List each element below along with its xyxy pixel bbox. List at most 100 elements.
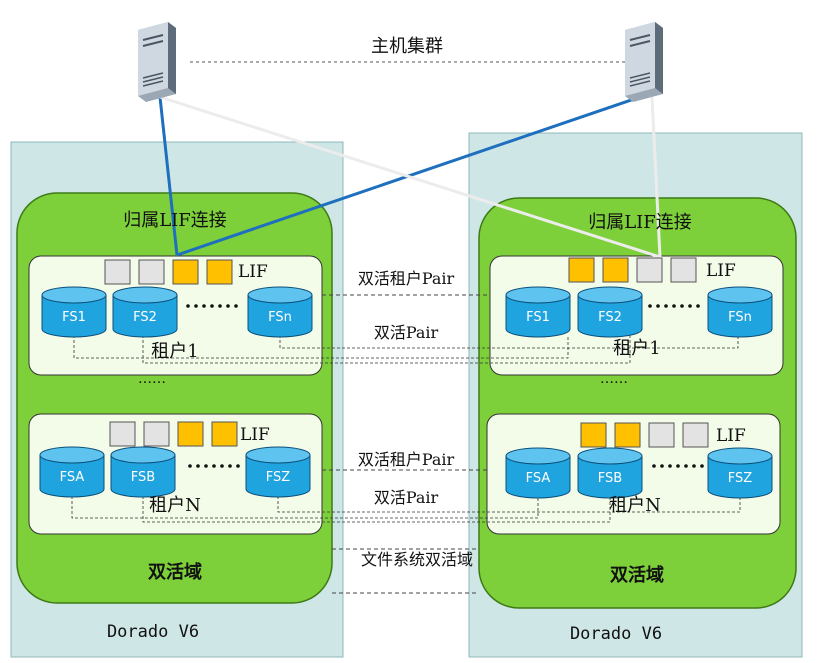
dot: [684, 464, 688, 468]
dot: [202, 304, 206, 308]
fs-label: FSA: [526, 471, 551, 486]
lif-port: [636, 257, 663, 283]
dot: [210, 304, 214, 308]
fs-cylinder: FSA: [505, 447, 571, 499]
fs-dots: [186, 304, 704, 468]
tenant-name-right-1: 租户1: [613, 338, 660, 359]
dot: [688, 304, 692, 308]
array-name-left: Dorado V6: [107, 622, 199, 642]
fs-pair-connector-nc: [277, 496, 741, 513]
fs-pair-connector-1c: [279, 335, 739, 349]
lif-port: [614, 422, 641, 448]
server-icon: [625, 22, 663, 102]
fs-pair-connector-na: [71, 496, 539, 519]
dot: [194, 304, 198, 308]
host-link-white-right: [650, 96, 662, 258]
domain-label-right: 双活域: [610, 564, 664, 586]
host-link-blue-left: [158, 96, 179, 256]
dot: [668, 464, 672, 468]
lif-port: [206, 259, 233, 285]
fs-pair-connector-1b: [142, 335, 631, 364]
dot: [660, 464, 664, 468]
lif-port: [211, 421, 238, 447]
dot: [218, 304, 222, 308]
fs-cylinder: FS2: [577, 286, 643, 338]
tenant-pair-label-n: 双活租户Pair: [358, 450, 455, 469]
dot: [652, 464, 656, 468]
fs-label: FSB: [598, 471, 622, 486]
lif-port: [172, 259, 199, 285]
fs-group-left-n: FSA FSB FSZ: [39, 446, 311, 498]
lif-port: [177, 421, 204, 447]
lif-port: [109, 421, 136, 447]
fs-pair-connector-nb: [142, 496, 611, 523]
fs-group-right-1: FS1 FS2 FSn: [505, 286, 773, 338]
host-link-white-cross: [159, 95, 661, 259]
fs-label: FS1: [62, 310, 86, 325]
dot: [212, 464, 216, 468]
cluster-label: 主机集群: [371, 36, 443, 57]
array-name-right: Dorado V6: [570, 624, 662, 644]
dot: [196, 464, 200, 468]
lif-port: [602, 257, 629, 283]
domain-box-title-left: 归属LIF连接: [123, 210, 227, 231]
tenant-name-left-1: 租户1: [151, 341, 198, 362]
fs-label: FSA: [60, 470, 85, 485]
fs-label: FS2: [598, 310, 622, 325]
lif-ports-left-1: [104, 259, 233, 285]
dot: [656, 304, 660, 308]
lif-port: [568, 257, 595, 283]
fs-cylinder: FS1: [505, 286, 571, 338]
ellipsis-right: ……: [600, 371, 628, 387]
server-icon: [138, 22, 176, 102]
lif-ports-right-1: [568, 257, 697, 283]
fs-label: FS2: [133, 310, 157, 325]
dot: [700, 464, 704, 468]
fs-cylinder: FSn: [247, 286, 313, 338]
dot: [236, 464, 240, 468]
ellipsis-left: ……: [138, 371, 166, 387]
fs-pair-label-1: 双活Pair: [374, 323, 439, 342]
fs-cylinder: FSn: [707, 286, 773, 338]
domain-label-left: 双活域: [148, 561, 202, 583]
fs-label: FS1: [526, 310, 550, 325]
lif-label-right-n: LIF: [716, 426, 746, 446]
dot: [648, 304, 652, 308]
fs-pair-label-n: 双活Pair: [374, 488, 439, 507]
fs-cylinder: FSA: [39, 446, 105, 498]
lif-label-left-n: LIF: [240, 425, 270, 445]
fs-cylinder: FSZ: [707, 447, 773, 499]
fs-cylinder: FS2: [112, 286, 178, 338]
dot: [204, 464, 208, 468]
dot: [676, 464, 680, 468]
lif-port: [138, 259, 165, 285]
fs-label: FSn: [268, 310, 292, 325]
dot: [234, 304, 238, 308]
dot: [220, 464, 224, 468]
fs-label: FSZ: [266, 470, 291, 485]
fs-pair-connector-1a: [73, 335, 569, 359]
fs-label: FSB: [131, 470, 155, 485]
lif-ports-right-n: [580, 422, 709, 448]
domain-box-left: [16, 192, 333, 604]
dot: [692, 464, 696, 468]
dot: [672, 304, 676, 308]
lif-label-left-1: LIF: [238, 262, 268, 282]
fs-cylinder: FS1: [41, 286, 107, 338]
fs-cylinder: FSB: [110, 446, 176, 498]
fs-label: FSn: [728, 310, 752, 325]
lif-port: [670, 257, 697, 283]
tenant-pair-label-1: 双活租户Pair: [358, 269, 455, 288]
fs-cylinder: FSB: [577, 447, 643, 499]
lif-port: [580, 422, 607, 448]
lif-port: [104, 259, 131, 285]
dot: [226, 304, 230, 308]
fs-group-left-1: FS1 FS2 FSn: [41, 286, 313, 338]
domain-box-title-right: 归属LIF连接: [588, 212, 692, 233]
fs-cylinder: FSZ: [245, 446, 311, 498]
dot: [680, 304, 684, 308]
fs-group-right-n: FSA FSB FSZ: [505, 447, 773, 499]
lif-ports-left-n: [109, 421, 238, 447]
